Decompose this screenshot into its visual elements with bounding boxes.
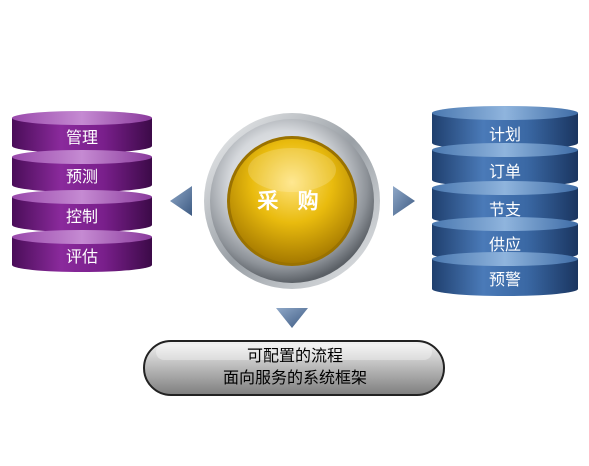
left-stack [12, 111, 152, 272]
right-item-supply: 供应 [488, 235, 521, 254]
right-segment-2 [432, 143, 578, 187]
left-item-evaluate: 评估 [65, 247, 98, 266]
center-disc [230, 139, 354, 263]
left-segment-4 [12, 230, 152, 272]
caption-line-2: 面向服务的系统框架 [222, 368, 367, 387]
left-item-manage: 管理 [65, 128, 98, 147]
right-stack [432, 106, 578, 296]
right-item-savings: 节支 [488, 200, 521, 219]
left-item-control: 控制 [65, 207, 98, 226]
right-item-plan: 计划 [488, 125, 521, 144]
right-item-order: 订单 [488, 162, 521, 181]
right-item-alert: 预警 [488, 270, 521, 289]
center-hub [204, 113, 380, 289]
arrow-right-icon [393, 186, 415, 216]
right-segment-1 [432, 106, 578, 150]
arrow-down-icon [276, 308, 308, 328]
right-segment-5 [432, 252, 578, 296]
caption-line-1: 可配置的流程 [246, 346, 343, 365]
caption: 可配置的流程 面向服务的系统框架 [145, 345, 445, 389]
left-segment-3 [12, 190, 152, 232]
center-label: 采 购 [257, 189, 325, 213]
left-segment-2 [12, 150, 152, 192]
left-item-forecast: 预测 [65, 167, 98, 186]
caption-pill [143, 340, 445, 396]
right-segment-4 [432, 217, 578, 261]
left-segment-1 [12, 111, 152, 153]
right-segment-3 [432, 181, 578, 225]
arrow-left-icon [170, 186, 192, 216]
